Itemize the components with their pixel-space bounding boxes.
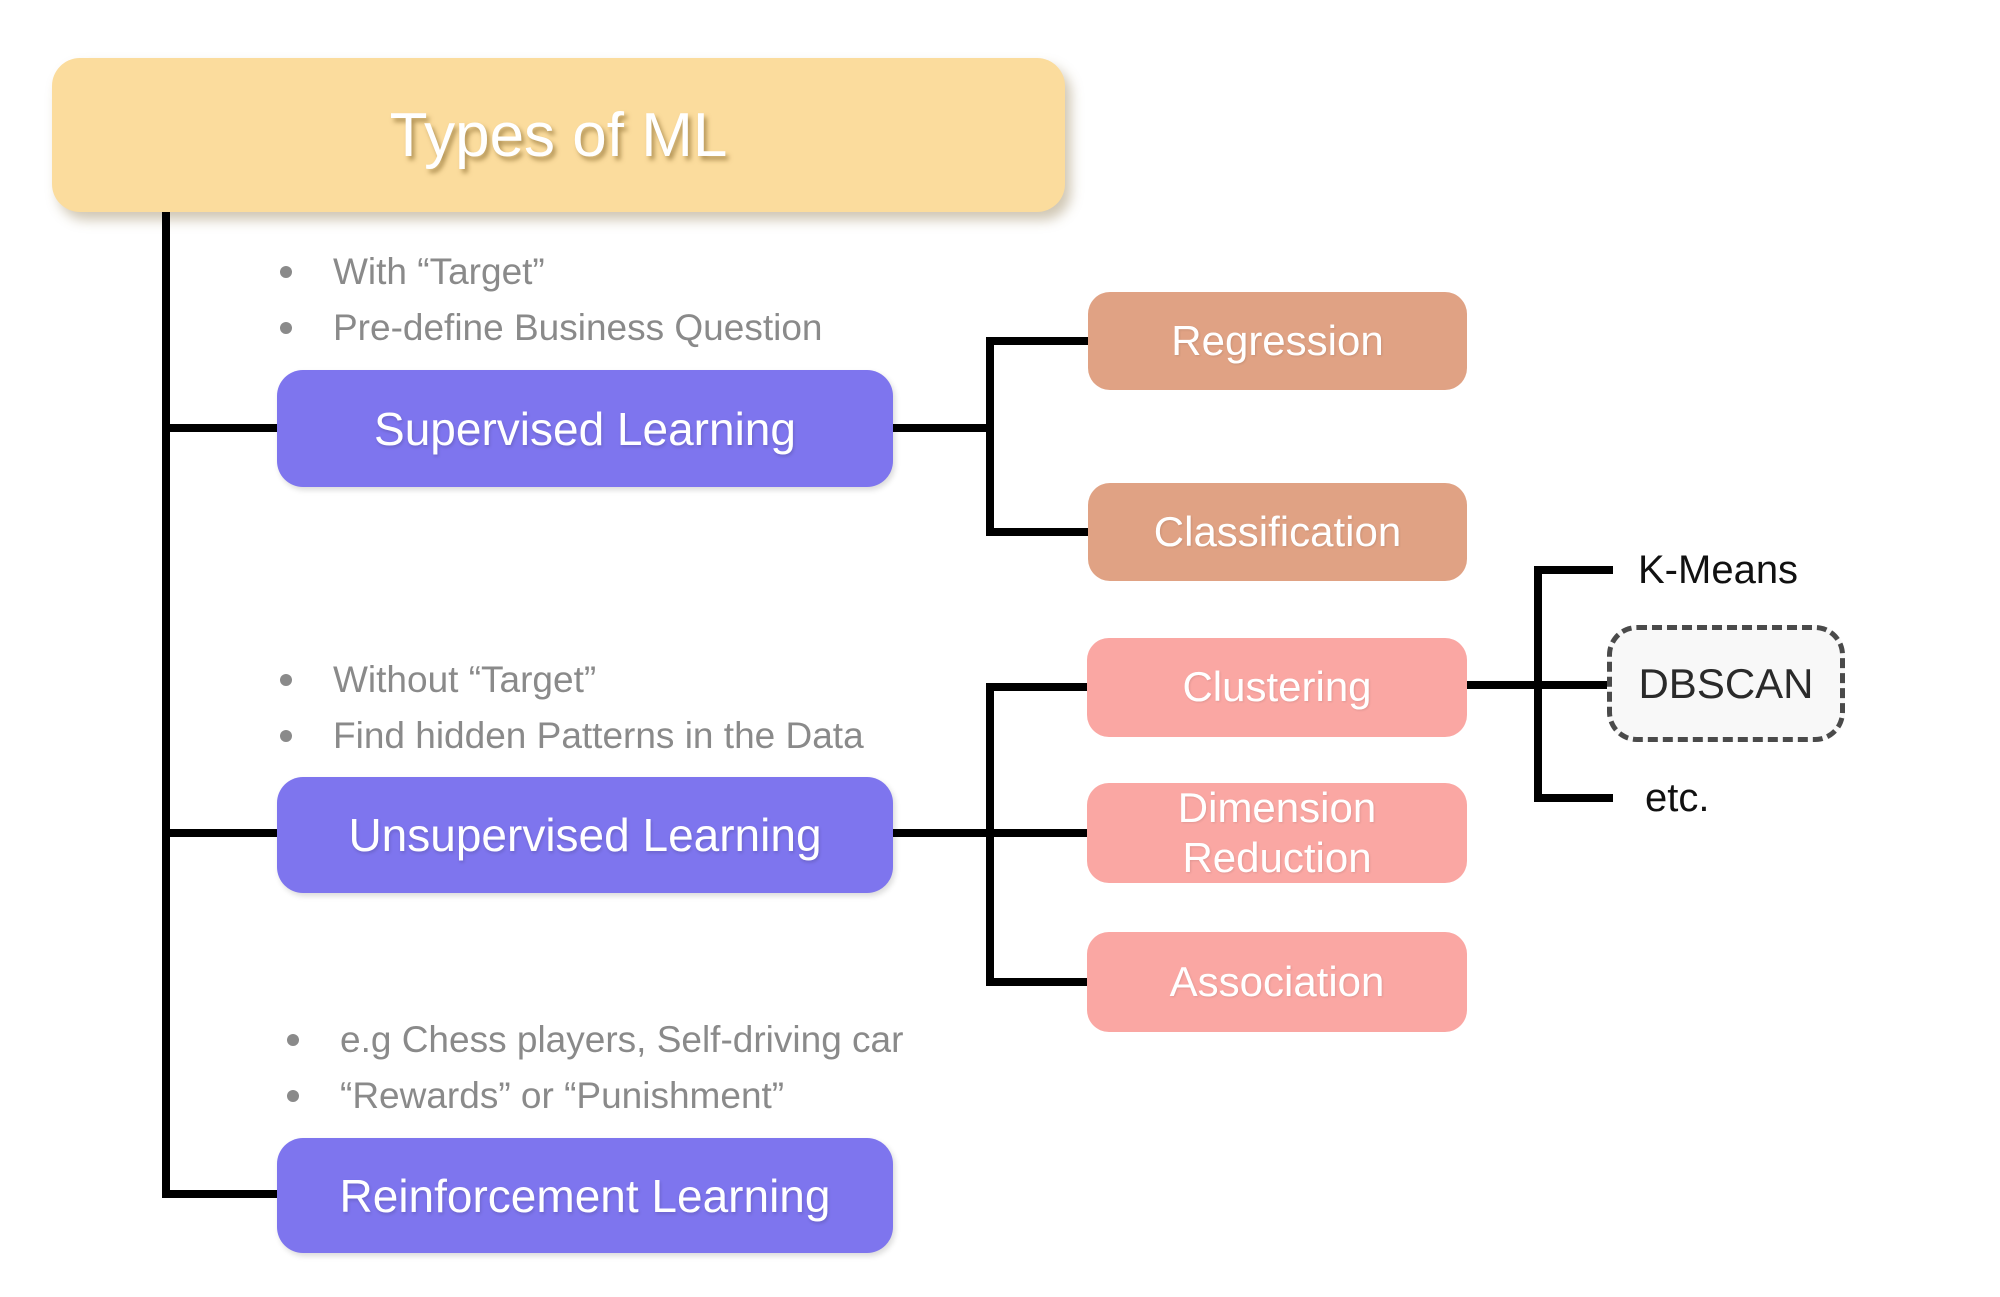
note-item: With “Target” [280, 244, 823, 300]
branch-node-label: Unsupervised Learning [348, 809, 822, 861]
bullet-dot-icon [287, 1034, 299, 1046]
connector-to-etc [1534, 794, 1613, 802]
bullet-dot-icon [280, 730, 292, 742]
connector-to-kmeans [1534, 566, 1613, 574]
note-item: Without “Target” [280, 652, 864, 708]
connector-to-association [986, 978, 1087, 986]
leaf-kmeans: K-Means [1638, 548, 1799, 592]
connector-branch-reinforcement [162, 1190, 277, 1198]
node-clustering: Clustering [1087, 638, 1467, 737]
note-text: Without “Target” [333, 659, 597, 700]
bullet-dot-icon [280, 674, 292, 686]
node-dimension-reduction: Dimension Reduction [1087, 783, 1467, 883]
node-classification: Classification [1088, 483, 1467, 581]
connector-to-regression [986, 337, 1088, 345]
root-node-label: Types of ML [389, 100, 728, 170]
leaf-node-label: DBSCAN [1638, 659, 1814, 707]
child-node-label: Association [1169, 957, 1385, 1005]
node-regression: Regression [1088, 292, 1467, 390]
child-node-label: Clustering [1182, 663, 1372, 711]
note-text: “Rewards” or “Punishment” [340, 1075, 785, 1116]
reinforcement-notes: e.g Chess players, Self-driving car “Rew… [287, 1012, 903, 1124]
branch-node-label: Reinforcement Learning [339, 1169, 831, 1222]
connector-to-dimension-reduction [986, 829, 1087, 837]
connector-to-clustering [986, 683, 1087, 691]
node-supervised-learning: Supervised Learning [277, 370, 893, 487]
connector-unsupervised-out [893, 829, 990, 837]
connector-branch-unsupervised [162, 829, 277, 837]
bullet-dot-icon [280, 266, 292, 278]
note-item: Find hidden Patterns in the Data [280, 708, 864, 764]
node-reinforcement-learning: Reinforcement Learning [277, 1138, 893, 1253]
node-unsupervised-learning: Unsupervised Learning [277, 777, 893, 893]
node-association: Association [1087, 932, 1467, 1032]
supervised-notes: With “Target” Pre-define Business Questi… [280, 244, 823, 356]
connector-branch-supervised [162, 424, 277, 432]
bullet-dot-icon [287, 1090, 299, 1102]
note-item: e.g Chess players, Self-driving car [287, 1012, 903, 1068]
child-node-label: Regression [1171, 317, 1384, 364]
bullet-dot-icon [280, 322, 292, 334]
note-item: Pre-define Business Question [280, 300, 823, 356]
branch-node-label: Supervised Learning [374, 402, 796, 455]
note-text: Find hidden Patterns in the Data [333, 715, 864, 756]
leaf-etc: etc. [1645, 776, 1710, 820]
note-item: “Rewards” or “Punishment” [287, 1068, 903, 1124]
connector-supervised-out [893, 424, 990, 432]
leaf-dbscan: DBSCAN [1607, 625, 1845, 742]
unsupervised-notes: Without “Target” Find hidden Patterns in… [280, 652, 864, 764]
node-types-of-ml: Types of ML [52, 58, 1065, 212]
child-node-label: Dimension Reduction [1177, 783, 1377, 881]
connector-clustering-children-vertical [1534, 566, 1542, 802]
note-text: e.g Chess players, Self-driving car [340, 1019, 904, 1060]
child-node-label: Classification [1153, 508, 1402, 555]
connector-to-classification [986, 528, 1088, 536]
connector-trunk-vertical [162, 212, 170, 1198]
note-text: With “Target” [333, 251, 545, 292]
connector-supervised-children-vertical [986, 337, 994, 536]
note-text: Pre-define Business Question [333, 307, 823, 348]
